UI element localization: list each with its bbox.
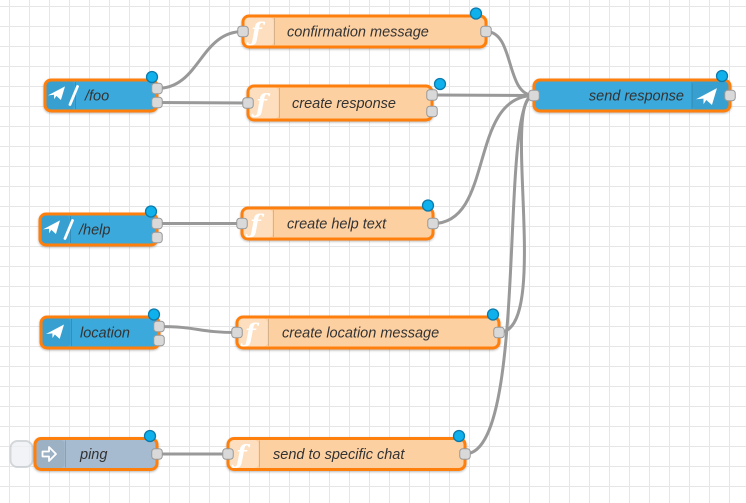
node-foo[interactable]: /foo (43, 70, 163, 113)
output-port[interactable] (427, 217, 439, 230)
node-body[interactable] (39, 315, 161, 350)
input-port[interactable] (236, 217, 248, 230)
changed-indicator (147, 308, 161, 321)
output-port-2[interactable] (151, 231, 163, 244)
output-port[interactable] (724, 89, 736, 102)
changed-indicator (469, 7, 483, 20)
node-help[interactable]: /help (38, 205, 163, 247)
output-port[interactable] (459, 448, 471, 460)
wire-specific-chat-to-send-response[interactable] (463, 94, 536, 456)
changed-indicator (143, 429, 157, 443)
wire-confirmation-to-send-response[interactable] (484, 30, 536, 97)
wire-foo-to-confirmation[interactable] (155, 30, 245, 90)
changed-indicator (715, 69, 729, 83)
node-create-location-message[interactable]: ƒ create location message (231, 308, 505, 350)
node-ping[interactable]: ping (9, 429, 163, 471)
output-port-2[interactable] (426, 105, 438, 118)
input-port[interactable] (237, 25, 249, 38)
output-port[interactable] (493, 326, 505, 339)
wire-create-location-message-to-send-response[interactable] (497, 94, 536, 334)
icon-backdrop (238, 318, 268, 347)
wire-create-help-text-to-send-response[interactable] (431, 94, 536, 225)
icon-backdrop (229, 440, 259, 468)
input-port[interactable] (222, 448, 234, 460)
icon-backdrop (243, 209, 273, 238)
node-confirmation-message[interactable]: ƒ confirmation message (237, 7, 492, 49)
output-port[interactable] (480, 25, 492, 38)
paper-plane-slash-icon (48, 85, 79, 106)
icon-backdrop (244, 17, 274, 46)
changed-indicator (433, 77, 447, 91)
changed-indicator (144, 205, 158, 218)
input-port[interactable] (242, 97, 254, 109)
changed-indicator (452, 429, 466, 443)
node-body[interactable] (241, 14, 488, 49)
node-body[interactable] (43, 78, 159, 113)
icon-backdrop (249, 87, 279, 119)
changed-indicator (145, 70, 159, 84)
node-create-help-text[interactable]: ƒ create help text (236, 199, 439, 241)
node-send-to-specific-chat[interactable]: ƒ send to specific chat (222, 429, 471, 471)
changed-indicator (421, 199, 435, 212)
wire-create-response-to-send-response[interactable] (430, 93, 536, 97)
node-location[interactable]: location (39, 308, 165, 350)
output-port-1[interactable] (151, 217, 163, 230)
output-port-1[interactable] (153, 320, 165, 333)
changed-indicator (486, 308, 500, 321)
output-port-1[interactable] (426, 89, 438, 101)
output-port-2[interactable] (153, 334, 165, 347)
output-port[interactable] (151, 448, 163, 460)
input-port[interactable] (528, 89, 540, 102)
inject-arrow-icon (41, 446, 57, 462)
wires (155, 30, 536, 456)
input-port[interactable] (231, 326, 243, 339)
output-port-2[interactable] (151, 96, 163, 109)
node-body[interactable] (235, 315, 501, 350)
node-body[interactable] (38, 212, 159, 247)
output-port-1[interactable] (151, 82, 163, 95)
wire-foo-to-create-response[interactable] (155, 101, 250, 105)
node-send-response[interactable]: send response (528, 69, 736, 113)
wire-location-to-create-location-message[interactable] (157, 325, 239, 334)
node-body[interactable] (226, 437, 467, 471)
inject-button[interactable] (9, 440, 34, 468)
paper-plane-slash-icon (43, 219, 74, 240)
node-create-response[interactable]: ƒ create response (242, 77, 447, 122)
icon-backdrop (36, 440, 65, 468)
